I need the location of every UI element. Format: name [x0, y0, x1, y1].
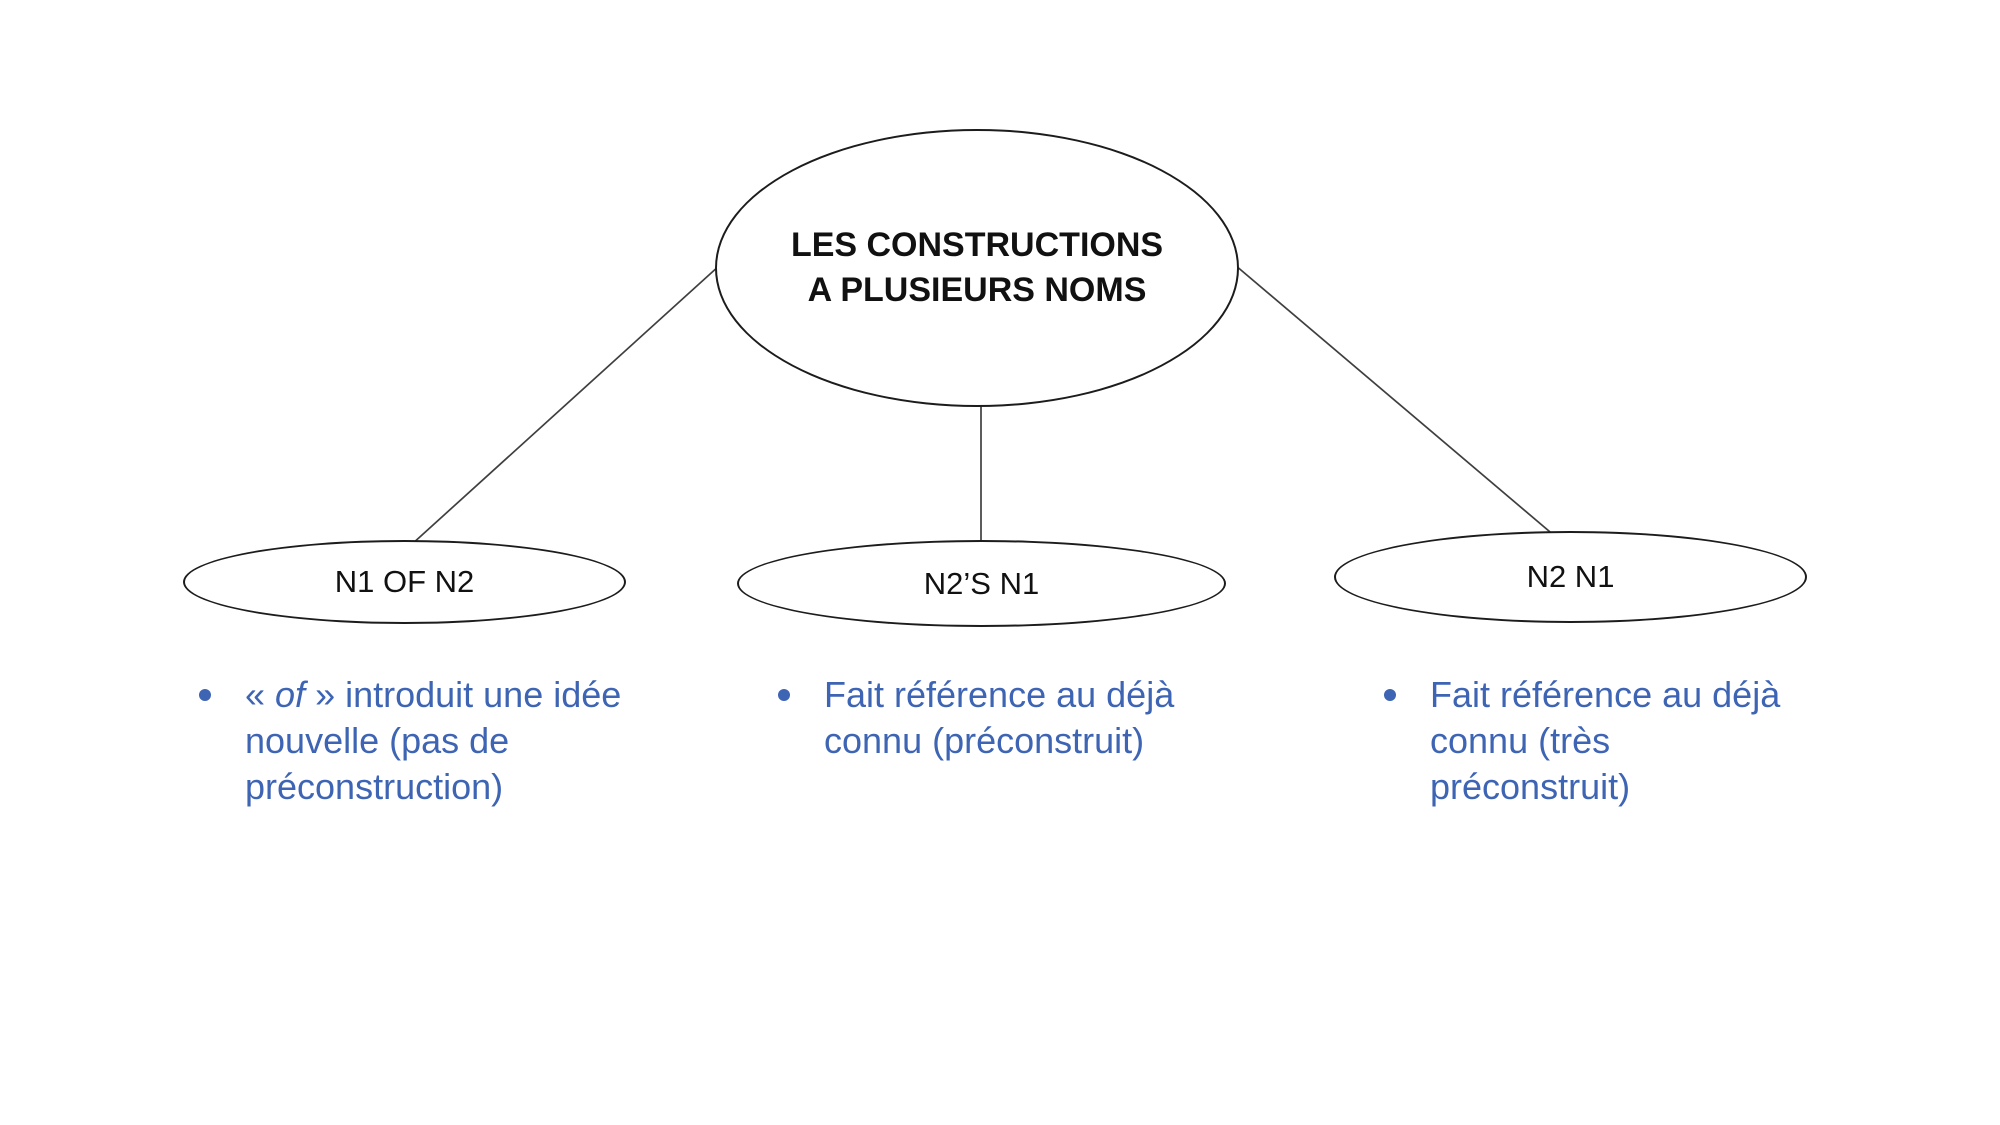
node-label-n1-of-n2: N1 OF N2	[334, 564, 475, 599]
root-node-ellipse: LES CONSTRUCTIONS A PLUSIEURS NOMS	[715, 129, 1239, 407]
connector-root-to-left	[410, 264, 721, 546]
bullet-note-n2s-n1: Fait référence au déjà connu (préconstru…	[768, 672, 1198, 764]
bullet-dot	[1384, 689, 1396, 701]
node-ellipse-n1-of-n2: N1 OF N2	[183, 540, 626, 624]
bullet-note-n1-of-n2: « of » introduit une idée nouvelle (pas …	[189, 672, 622, 810]
bullet-line: connu (très	[1430, 720, 1611, 761]
bullet-line: Fait référence au déjà	[824, 674, 1175, 715]
node-label-n2-n1: N2 N1	[1526, 559, 1615, 594]
bullet-line-segment: «	[245, 674, 276, 715]
bullet-dot	[199, 689, 211, 701]
bullet-line: Fait référence au déjà	[1430, 674, 1781, 715]
node-ellipse-n2s-n1: N2’S N1	[737, 540, 1226, 627]
node-label-n2s-n1: N2’S N1	[923, 565, 1040, 601]
bullet-line-segment: » introduit une idée	[305, 674, 622, 715]
bullet-text: Fait référence au déjà connu (préconstru…	[824, 672, 1198, 764]
bullet-line: « of » introduit une idée	[245, 672, 622, 718]
bullet-text: Fait référence au déjà connu (très préco…	[1430, 672, 1804, 810]
bullet-line-segment-italic: of	[275, 674, 306, 715]
bullet-note-n2-n1: Fait référence au déjà connu (très préco…	[1374, 672, 1804, 810]
node-ellipse-n2-n1: N2 N1	[1334, 531, 1807, 623]
bullet-dot	[778, 689, 790, 701]
root-label-line2: A PLUSIEURS NOMS	[807, 271, 1147, 309]
connector-root-to-right	[1234, 264, 1557, 538]
bullet-line: nouvelle (pas de	[245, 720, 510, 761]
bullet-line: préconstruit)	[1430, 766, 1631, 807]
root-label-line1: LES CONSTRUCTIONS	[790, 226, 1164, 264]
bullet-line: préconstruction)	[245, 766, 504, 807]
bullet-line: connu (préconstruit)	[824, 720, 1145, 761]
bullet-text: « of » introduit une idée nouvelle (pas …	[245, 672, 622, 810]
root-node-label: LES CONSTRUCTIONS A PLUSIEURS NOMS	[791, 223, 1163, 313]
